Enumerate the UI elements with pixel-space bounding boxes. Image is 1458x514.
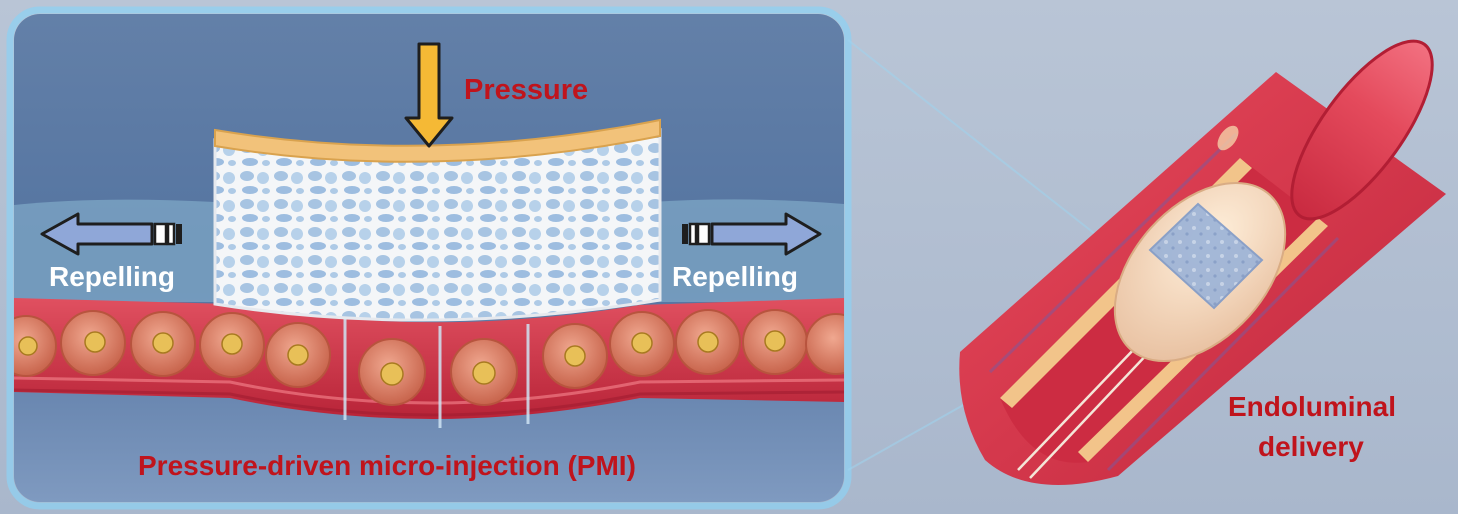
balloon-catheter [1113, 181, 1287, 363]
repel-arrow-right [682, 212, 822, 256]
pmi-panel: Pressure Repelling Repelling Pressure-dr… [6, 6, 852, 510]
vessel-end-cap [1290, 39, 1434, 221]
porous-scaffold [213, 118, 662, 322]
repel-right-label: Repelling [672, 261, 798, 292]
repel-arrow-left [40, 212, 182, 256]
cell [805, 313, 844, 375]
scaffold-wrap [1148, 202, 1264, 310]
repel-left-label: Repelling [49, 261, 175, 292]
micro-injection-channels [343, 318, 530, 428]
pressure-label: Pressure [464, 74, 588, 106]
pmi-caption: Pressure-driven micro-injection (PMI) [138, 450, 636, 481]
endoluminal-label-line1: Endoluminal [1228, 391, 1396, 422]
pressure-arrow [404, 42, 454, 148]
cell-nuclei [18, 330, 786, 386]
scaffold-backing-layer [214, 118, 661, 163]
endoluminal-label-line2: delivery [1258, 431, 1364, 462]
endoluminal-vessel [959, 39, 1446, 485]
